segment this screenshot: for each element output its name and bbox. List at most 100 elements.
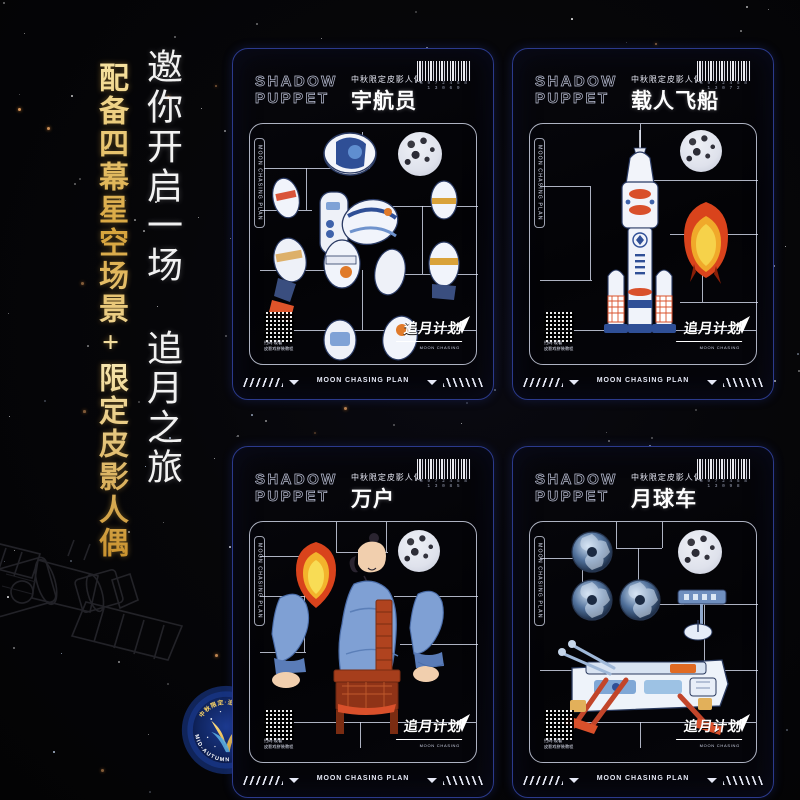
sprue-frame: MOON CHASING PLAN: [529, 123, 758, 365]
star: [251, 414, 253, 416]
star: [3, 2, 6, 5]
star: [649, 445, 651, 447]
qr-code[interactable]: [264, 710, 294, 740]
card-header: SHADOW PUPPET 中秋限定皮影人偶 宇航员 6 9 7 2 4 5 8…: [233, 61, 493, 117]
qr-caption: 扫码·观看 皮影戏拼装教程: [264, 340, 294, 351]
card-subtitle-cn: 中秋限定皮影人偶: [351, 473, 423, 482]
star: [7, 596, 9, 598]
star: [786, 729, 788, 731]
star: [83, 410, 86, 413]
program-logo-en: MOON CHASING: [419, 743, 460, 748]
star: [466, 402, 469, 405]
card-footer: MOON CHASING PLAN: [523, 375, 763, 389]
star: [8, 313, 9, 314]
qr-caption: 扫码·观看 皮影戏拼装教程: [264, 738, 294, 749]
footer-tagline: MOON CHASING PLAN: [596, 775, 690, 782]
star: [125, 200, 127, 202]
card-subtitle-cn: 中秋限定皮影人偶: [631, 75, 703, 84]
footer-tagline: MOON CHASING PLAN: [316, 775, 410, 782]
product-card-spacecraft[interactable]: SHADOW PUPPET 中秋限定皮影人偶 载人飞船 6 9 7 2 4 5 …: [512, 48, 774, 400]
star: [608, 440, 611, 443]
star: [773, 265, 776, 268]
star: [169, 437, 171, 439]
program-logo-cn: 追月计划: [402, 322, 463, 337]
star: [256, 23, 258, 25]
star: [785, 246, 787, 248]
program-logo-en: MOON CHASING: [699, 743, 740, 748]
moon-graphic: [680, 130, 722, 172]
star: [236, 436, 237, 437]
product-card-astronaut[interactable]: SHADOW PUPPET 中秋限定皮影人偶 宇航员 6 9 7 2 4 5 8…: [232, 48, 494, 400]
card-title-cn: 万户: [351, 487, 396, 511]
card-subtitle-cn: 中秋限定皮影人偶: [351, 75, 423, 84]
card-title-cn: 宇航员: [351, 89, 418, 113]
barcode-digits: 6 9 7 2 4 5 8 1 3 0 7 2: [700, 81, 748, 91]
star: [87, 345, 89, 347]
star: [114, 483, 116, 485]
star: [215, 654, 219, 658]
barcode-digits: 6 9 7 2 4 5 8 1 3 0 9 8: [700, 479, 748, 489]
qr-code[interactable]: [264, 312, 294, 342]
card-subtitle-cn: 中秋限定皮影人偶: [631, 473, 703, 482]
star: [101, 381, 102, 382]
card-title-cn: 月球车: [631, 487, 698, 511]
barcode-digits: 6 9 7 2 4 5 8 1 3 0 8 5: [420, 479, 468, 489]
star: [149, 791, 151, 793]
star: [746, 6, 748, 8]
star: [768, 9, 770, 11]
card-header: SHADOW PUPPET 中秋限定皮影人偶 万户 6 9 7 2 4 5 8 …: [233, 459, 493, 515]
card-footer: MOON CHASING PLAN: [243, 375, 483, 389]
star: [198, 217, 200, 219]
star: [344, 407, 348, 411]
star: [9, 416, 11, 418]
qr-caption: 扫码·观看 皮影戏拼装教程: [544, 340, 574, 351]
star: [214, 458, 215, 459]
hatch-decoration: [243, 776, 283, 785]
card-title-cn: 载人飞船: [631, 89, 720, 113]
star: [24, 33, 25, 34]
brand-wordmark: SHADOW PUPPET: [535, 73, 618, 108]
star: [651, 437, 653, 439]
program-logo-cn: 追月计划: [402, 720, 463, 735]
star: [4, 561, 6, 563]
hatch-decoration: [523, 776, 563, 785]
star: [314, 432, 317, 435]
star: [265, 420, 268, 423]
star: [61, 653, 63, 655]
star: [626, 42, 628, 44]
star: [70, 560, 72, 562]
card-header: SHADOW PUPPET 中秋限定皮影人偶 载人飞船 6 9 7 2 4 5 …: [513, 61, 773, 117]
star: [606, 432, 608, 434]
brand-wordmark: SHADOW PUPPET: [535, 471, 618, 506]
star: [81, 282, 85, 286]
star: [134, 219, 136, 221]
hatch-decoration: [723, 776, 763, 785]
star: [695, 409, 698, 412]
qr-caption: 扫码·观看 皮影戏拼装教程: [544, 738, 574, 749]
program-logo-cn: 追月计划: [682, 322, 743, 337]
product-card-wanhu[interactable]: SHADOW PUPPET 中秋限定皮影人偶 万户 6 9 7 2 4 5 8 …: [232, 446, 494, 798]
page-subtitle: 配备四幕星空场景+限定皮影人偶: [88, 62, 132, 560]
side-label: MOON CHASING PLAN: [534, 138, 545, 228]
side-label: MOON CHASING PLAN: [254, 138, 265, 228]
brand-wordmark: SHADOW PUPPET: [255, 471, 338, 506]
star: [797, 353, 799, 355]
card-footer: MOON CHASING PLAN: [243, 773, 483, 787]
star: [128, 531, 130, 533]
card-header: SHADOW PUPPET 中秋限定皮影人偶 月球车 6 9 7 2 4 5 8…: [513, 459, 773, 515]
star: [494, 389, 496, 391]
star: [230, 238, 231, 239]
star: [13, 647, 15, 649]
barcode-digits: 6 9 7 2 4 5 8 1 3 0 6 9: [420, 81, 468, 91]
qr-code[interactable]: [544, 312, 574, 342]
qr-code[interactable]: [544, 710, 574, 740]
sprue-frame: MOON CHASING PLAN: [249, 123, 478, 365]
product-card-rover[interactable]: SHADOW PUPPET 中秋限定皮影人偶 月球车 6 9 7 2 4 5 8…: [512, 446, 774, 798]
star: [798, 370, 800, 373]
star: [71, 95, 74, 98]
star: [138, 401, 140, 403]
hatch-decoration: [243, 378, 283, 387]
star: [167, 683, 169, 685]
moon-graphic: [398, 530, 440, 572]
star: [14, 550, 16, 552]
